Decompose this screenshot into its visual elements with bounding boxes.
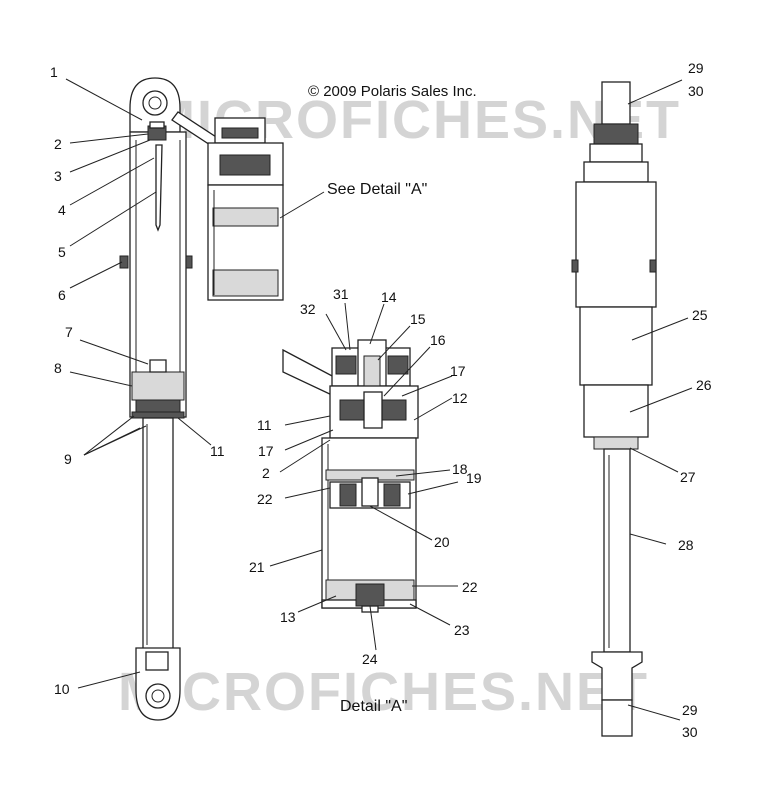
callout-19: 19 — [466, 470, 482, 486]
callout-21: 21 — [249, 559, 265, 575]
callout-29b: 29 — [682, 702, 698, 718]
callout-5: 5 — [58, 244, 66, 260]
callout-26: 26 — [696, 377, 712, 393]
see-detail-label: See Detail "A" — [327, 181, 427, 198]
watermark-bottom: MICROFICHES.NET — [118, 662, 649, 722]
callout-17b: 17 — [258, 443, 274, 459]
callout-3: 3 — [54, 168, 62, 184]
callout-10: 10 — [54, 681, 70, 697]
callout-13: 13 — [280, 609, 296, 625]
callout-28: 28 — [678, 537, 694, 553]
leader-lines — [65, 78, 693, 721]
callout-15: 15 — [410, 311, 426, 327]
shock-section-view — [119, 77, 284, 721]
callout-27: 27 — [680, 469, 696, 485]
callout-9: 9 — [64, 451, 72, 467]
callout-32: 32 — [300, 301, 316, 317]
callout-20: 20 — [434, 534, 450, 550]
callout-30a: 30 — [688, 83, 704, 99]
callout-11a: 11 — [210, 443, 225, 459]
callout-2b: 2 — [262, 465, 270, 481]
callout-4: 4 — [58, 202, 66, 218]
callout-12: 12 — [452, 390, 468, 406]
callout-2: 2 — [54, 136, 62, 152]
callout-23: 23 — [454, 622, 470, 638]
callout-16: 16 — [430, 332, 446, 348]
callout-30b: 30 — [682, 724, 698, 740]
callout-14: 14 — [381, 289, 397, 305]
callout-11b: 11 — [257, 417, 272, 433]
callout-7: 7 — [65, 324, 73, 340]
shock-exterior-view — [571, 81, 657, 737]
detail-a-title: Detail "A" — [340, 698, 407, 715]
callout-31: 31 — [333, 286, 349, 302]
callout-labels: 1 2 3 4 5 6 7 8 9 11 10 See Detail "A" 3… — [50, 60, 712, 740]
callout-6: 6 — [58, 287, 66, 303]
callout-24: 24 — [362, 651, 378, 667]
callout-22a: 22 — [257, 491, 273, 507]
callout-8: 8 — [54, 360, 62, 376]
callout-29a: 29 — [688, 60, 704, 76]
callout-17a: 17 — [450, 363, 466, 379]
copyright-text: © 2009 Polaris Sales Inc. — [308, 83, 477, 100]
callout-22b: 22 — [462, 579, 478, 595]
callout-1: 1 — [50, 64, 58, 80]
callout-25: 25 — [692, 307, 708, 323]
callout-18: 18 — [452, 461, 468, 477]
